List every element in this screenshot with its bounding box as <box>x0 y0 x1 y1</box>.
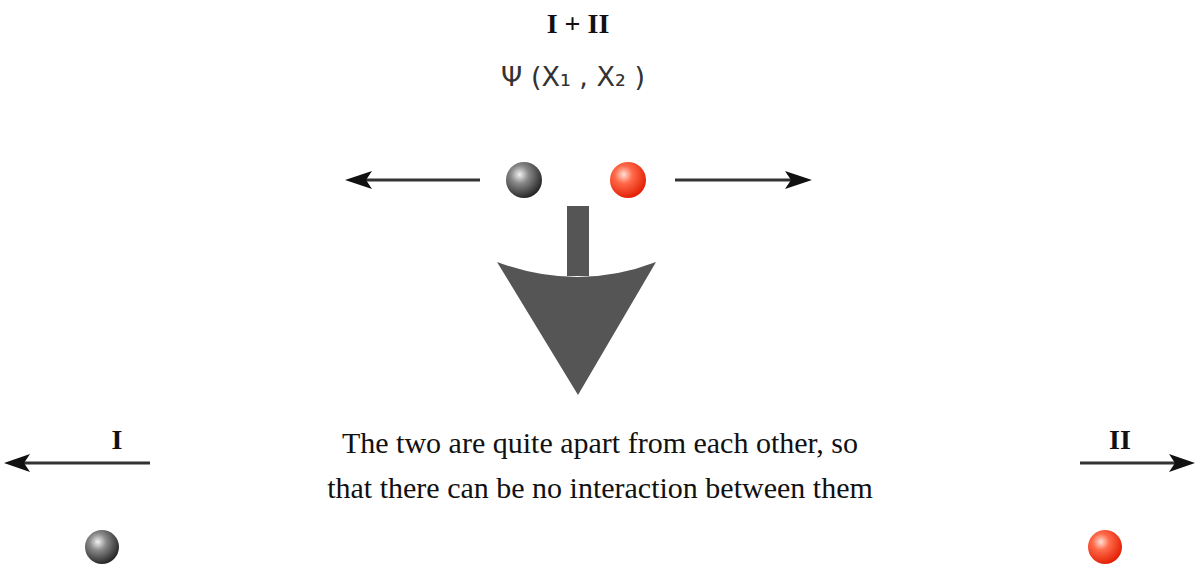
motion-arrow <box>1080 454 1195 472</box>
note: The two are quite apart from each other,… <box>170 420 1030 510</box>
part-label: I <box>112 424 123 456</box>
particle-two <box>1088 530 1122 564</box>
motion-arrow <box>4 454 150 472</box>
motion-arrow <box>675 171 812 189</box>
particle-two <box>610 162 646 198</box>
part-label: II <box>1109 424 1131 456</box>
particle-one <box>506 162 542 198</box>
transition-arrow <box>497 206 656 395</box>
particle-one <box>85 530 119 564</box>
motion-arrow <box>345 171 480 189</box>
wave-function: Ψ (X₁ , X₂ ) <box>501 61 645 92</box>
title: I + II <box>547 8 610 40</box>
